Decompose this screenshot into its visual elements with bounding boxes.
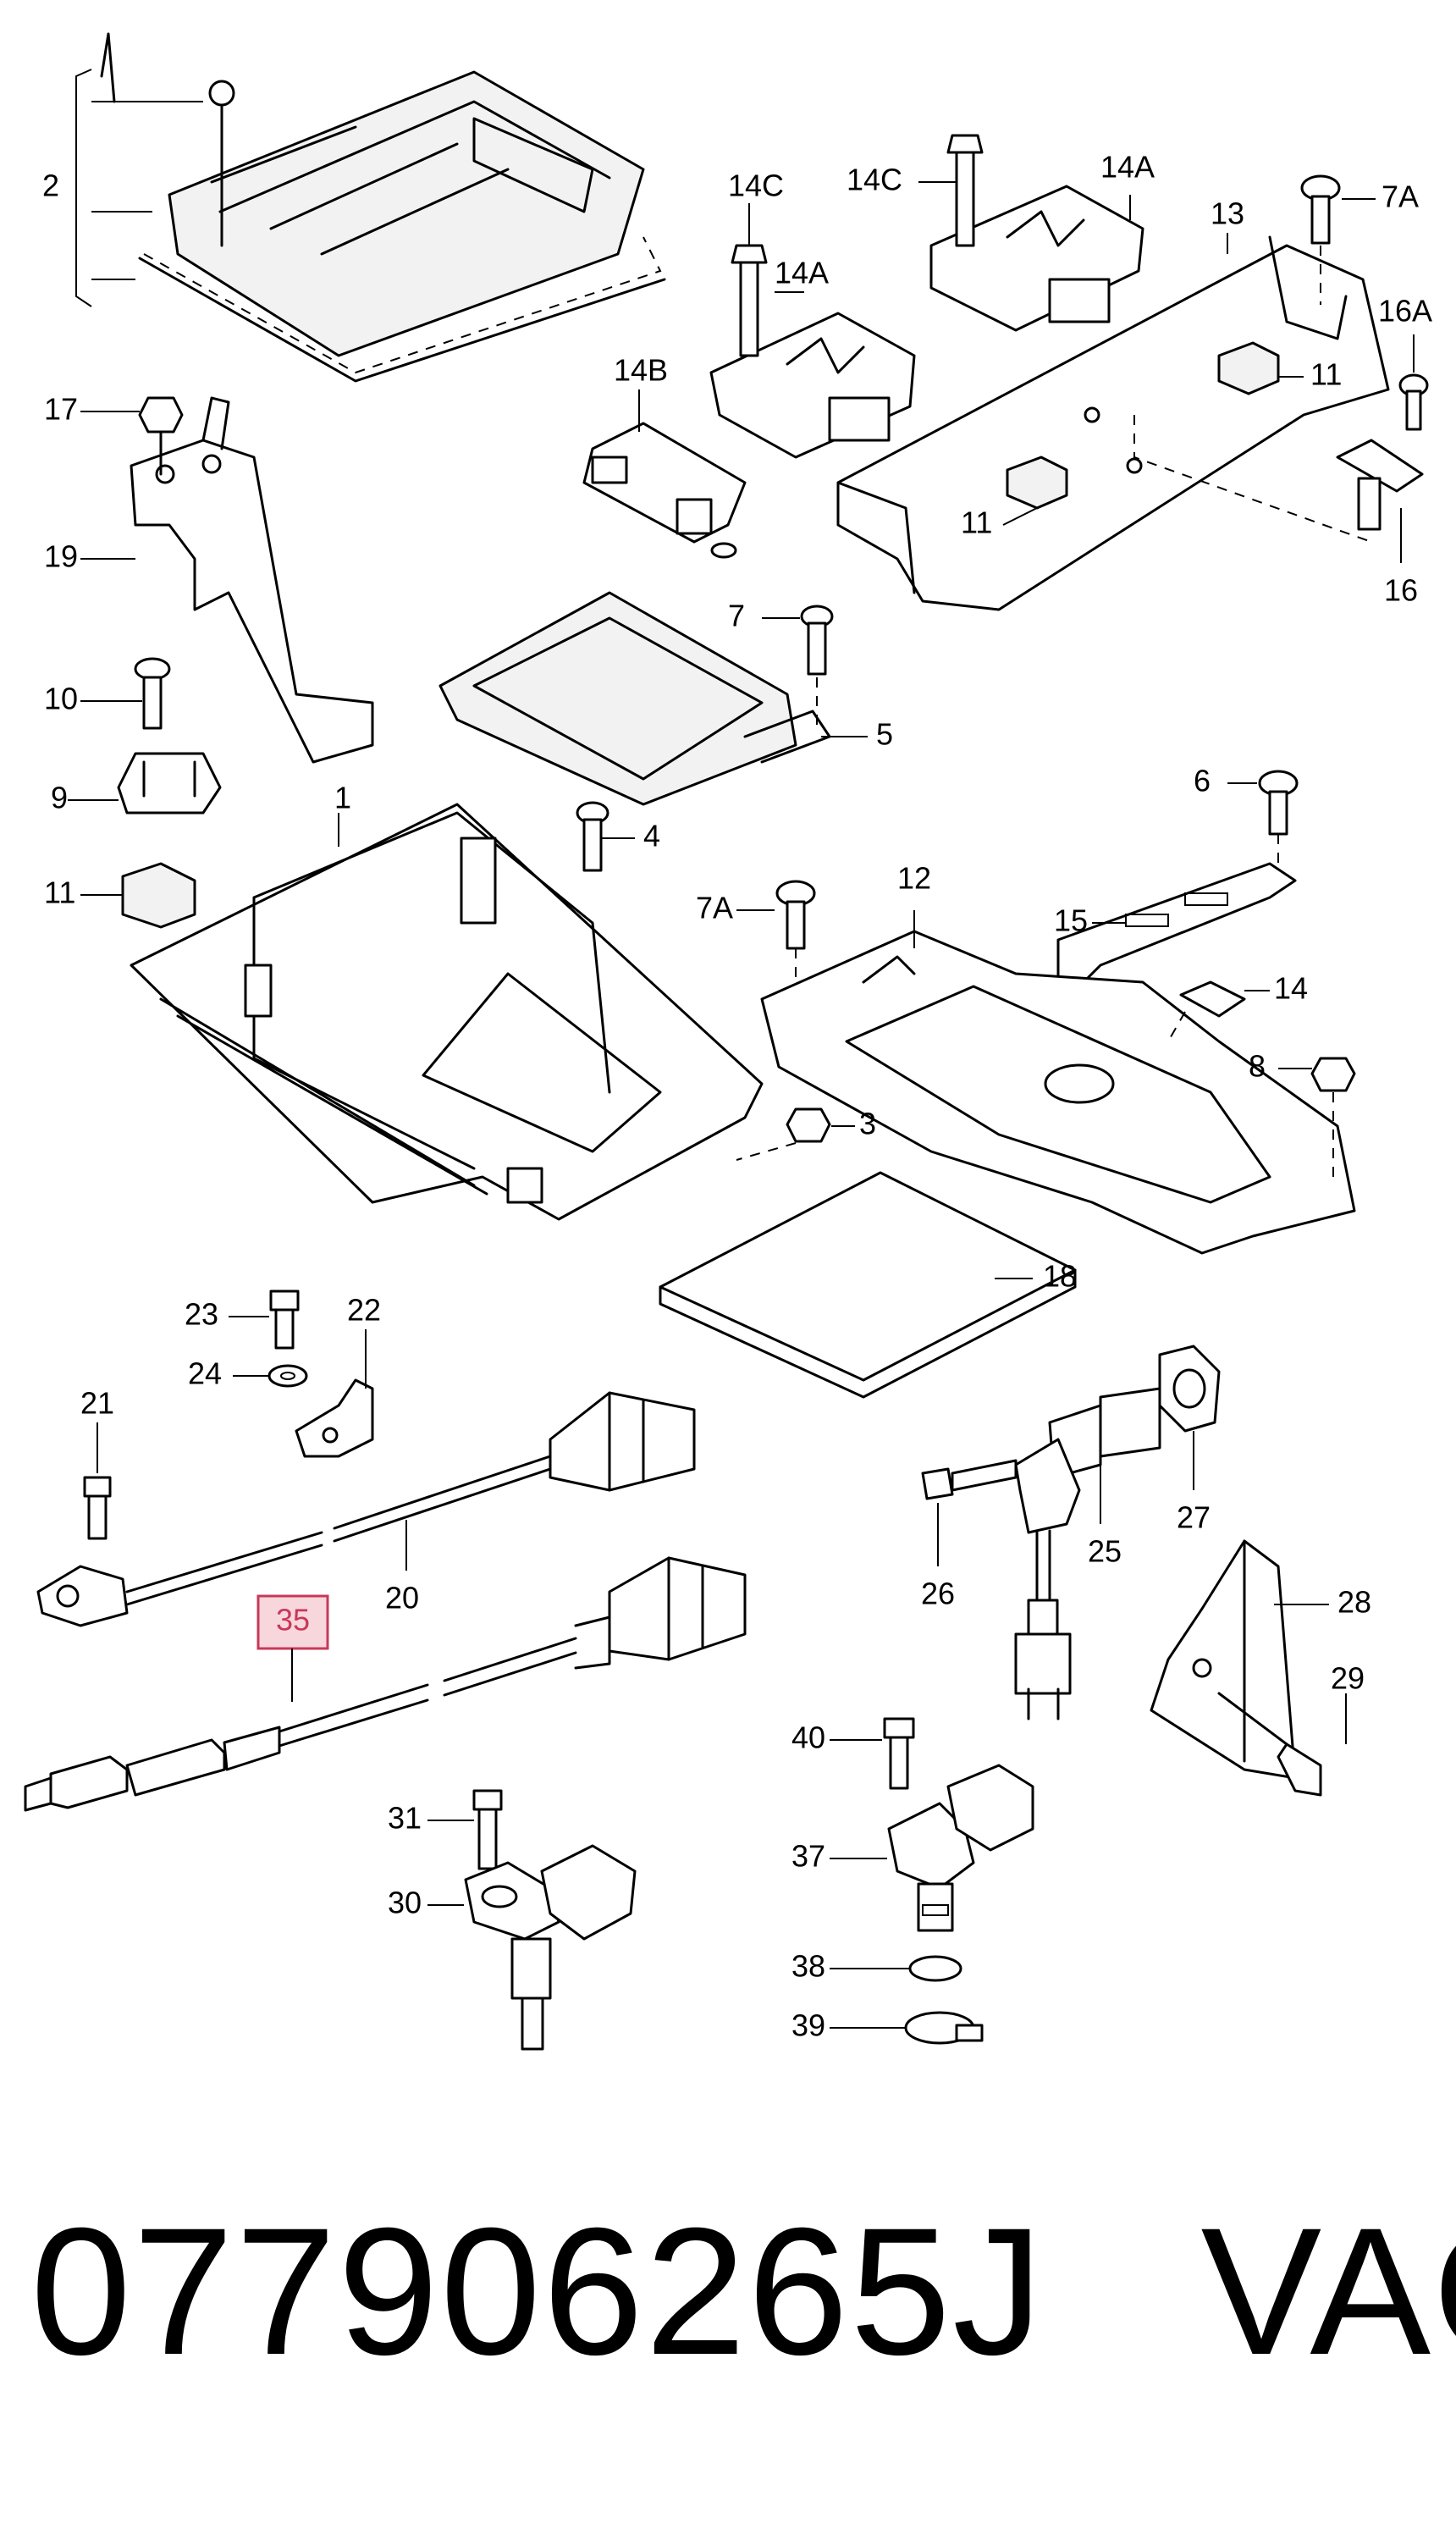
part-14b-bracket	[582, 422, 747, 559]
callout-26: 26	[921, 1577, 955, 1611]
part-14-clip	[1167, 980, 1246, 1042]
part-31-bolt	[472, 1789, 503, 1870]
part-25-crank-sensor	[1014, 1387, 1161, 1720]
callout-11-top: 11	[1310, 357, 1342, 392]
exploded-parts-diagram: 2 17 19 10 9 11 1	[24, 32, 1432, 2051]
part-7-screw	[800, 605, 834, 728]
part-11-block-left	[121, 862, 196, 929]
part-38-o-ring	[908, 1955, 962, 1982]
part-16-clip	[1336, 439, 1424, 531]
part-23-bolt	[269, 1290, 300, 1350]
callout-23: 23	[185, 1297, 218, 1332]
callout-27: 27	[1177, 1500, 1211, 1535]
part-number: 077906265J	[30, 2190, 1045, 2393]
callout-13: 13	[1211, 196, 1244, 231]
part-3-nut	[736, 1107, 831, 1161]
part-9-clip	[117, 752, 222, 815]
part-14c-screw-right	[946, 134, 984, 247]
callout-38: 38	[791, 1949, 825, 1984]
part-26-bolt	[921, 1459, 1018, 1500]
part-20-knock-sensor	[36, 1391, 696, 1627]
callout-18: 18	[1043, 1259, 1077, 1294]
part-28-shield	[1150, 1539, 1297, 1780]
part-16a-screw	[1398, 373, 1429, 431]
part-17-nut	[138, 396, 184, 476]
part-21-bolt	[83, 1476, 112, 1540]
part-11-block-top	[1217, 341, 1280, 395]
part-14a-bracket-right	[929, 185, 1144, 332]
callout-14a-left: 14A	[775, 256, 829, 290]
part-7a-screw-top	[1300, 174, 1341, 305]
callout-30: 30	[388, 1886, 422, 1920]
callout-16a: 16A	[1378, 294, 1432, 329]
bracket-2	[75, 69, 92, 307]
part-6-screw	[1258, 770, 1299, 872]
part-13-bracket	[836, 235, 1390, 611]
part-1-box	[130, 803, 764, 1221]
callout-8: 8	[1249, 1049, 1266, 1084]
callout-11-left: 11	[44, 875, 75, 910]
callout-37: 37	[791, 1839, 825, 1874]
part-2-cover	[100, 32, 666, 383]
callout-5: 5	[876, 717, 893, 752]
callout-21: 21	[80, 1386, 114, 1421]
callout-9: 9	[51, 781, 68, 815]
part-number-caption: 077906265J VAG	[30, 2201, 1456, 2383]
callout-15: 15	[1054, 903, 1088, 938]
callout-1: 1	[334, 781, 351, 815]
part-18-pad	[659, 1171, 1077, 1399]
callout-20: 20	[385, 1581, 419, 1615]
callout-29: 29	[1331, 1661, 1365, 1696]
callout-25: 25	[1088, 1534, 1122, 1569]
part-40-bolt	[883, 1717, 915, 1790]
part-10-screw	[134, 657, 171, 730]
part-27-seal	[1158, 1345, 1221, 1433]
callout-14c-right: 14C	[847, 163, 902, 197]
part-14a-bracket-left	[709, 312, 916, 459]
callout-14: 14	[1274, 971, 1308, 1006]
part-29-bolt	[1217, 1692, 1322, 1797]
callout-31: 31	[388, 1801, 422, 1836]
part-37-sensor	[887, 1764, 1034, 1932]
callout-7a-mid: 7A	[696, 891, 733, 925]
callout-17: 17	[44, 392, 78, 427]
callout-4: 4	[643, 819, 660, 853]
part-4-screw	[576, 801, 609, 872]
part-14c-screw-left	[731, 244, 768, 357]
callout-12: 12	[897, 861, 931, 896]
callout-14b: 14B	[614, 353, 668, 388]
callout-40: 40	[791, 1720, 825, 1755]
part-30-hall-sensor	[464, 1844, 637, 2051]
part-12-plate	[760, 930, 1356, 1255]
part-39-clamp	[904, 2011, 984, 2045]
callout-3: 3	[859, 1107, 876, 1141]
part-19-bracket	[130, 396, 374, 764]
callout-7a-top: 7A	[1382, 179, 1419, 214]
callout-39: 39	[791, 2008, 825, 2043]
callout-16: 16	[1384, 573, 1418, 608]
callout-10: 10	[44, 682, 78, 716]
part-35-sensor	[24, 1556, 747, 1812]
part-11-block-mid	[1006, 456, 1068, 510]
part-8-nut	[1310, 1057, 1356, 1185]
callout-2: 2	[42, 168, 59, 203]
callout-28: 28	[1337, 1585, 1371, 1620]
callout-7: 7	[728, 599, 745, 633]
callout-14c-left: 14C	[728, 168, 784, 203]
part-15-bracket	[1056, 862, 1297, 992]
callout-22: 22	[347, 1293, 381, 1328]
part-24-washer	[267, 1364, 308, 1388]
callout-19: 19	[44, 539, 78, 574]
part-22-bracket	[295, 1378, 374, 1458]
callout-24: 24	[188, 1356, 222, 1391]
part-5-unit	[438, 591, 831, 806]
callout-6: 6	[1194, 764, 1211, 798]
callout-35: 35	[276, 1603, 310, 1638]
callout-11-mid: 11	[961, 505, 992, 540]
brand-name: VAG	[1200, 2190, 1456, 2393]
callout-14a-right: 14A	[1100, 150, 1155, 185]
part-7a-screw-mid	[775, 880, 816, 991]
